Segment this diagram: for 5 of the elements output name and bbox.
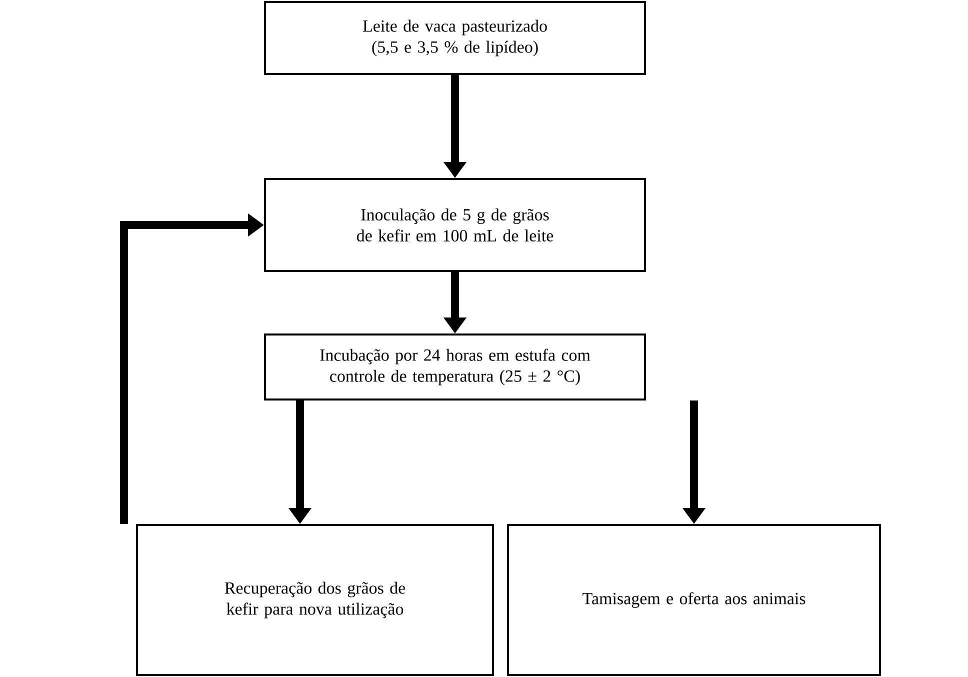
process-box: Incubação por 24 horas em estufa com controle de temperatura (25 ± 2 °C) (264, 334, 646, 400)
process-box: Leite de vaca pasteurizado (5,5 e 3,5 % de lipídeo) (264, 1, 646, 75)
process-box: Tamisagem e oferta aos animais (507, 524, 882, 676)
process-box: Inoculação de 5 g de grãos de kefir em 100 mL de leite (264, 178, 646, 272)
process-box: Recuperação dos grãos de kefir para nova utilização (136, 524, 494, 676)
